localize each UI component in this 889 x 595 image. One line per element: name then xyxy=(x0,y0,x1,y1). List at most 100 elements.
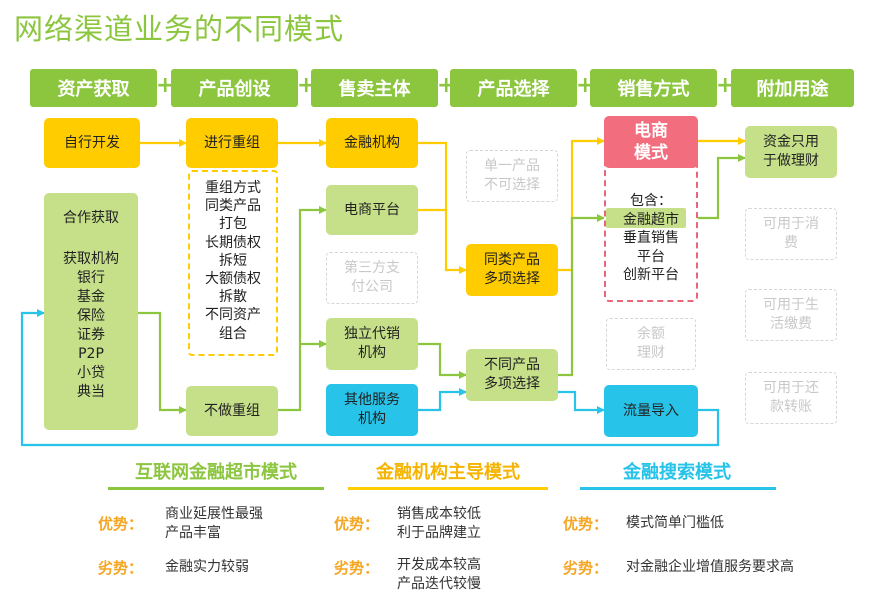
header-selling-entity: 售卖主体 xyxy=(311,69,438,107)
con-text: 开发成本较高 产品迭代较慢 xyxy=(397,556,481,594)
source-item: 小贷 xyxy=(77,365,105,381)
pro-item: 利于品牌建立 xyxy=(397,525,481,541)
node-different-product-multi-choice: 不同产品 多项选择 xyxy=(466,349,558,401)
node-third-party-payment: 第三方支 付公司 xyxy=(326,252,418,304)
pro-text: 销售成本较低 利于品牌建立 xyxy=(397,505,481,543)
node-label: 合作获取 xyxy=(63,210,119,226)
node-label: 第三方支 xyxy=(344,260,400,276)
method-item: 打包 xyxy=(219,216,247,233)
node-label: 流量导入 xyxy=(623,402,679,419)
plus-sign: + xyxy=(576,73,595,98)
node-label: 不做重组 xyxy=(204,402,260,419)
header-product-creation: 产品创设 xyxy=(171,69,298,107)
node-label: 电商平台 xyxy=(344,201,400,218)
includes-item: 平台 xyxy=(637,248,665,265)
ecommerce-includes-list: 包含： 金融超市 垂直销售 平台 创新平台 xyxy=(604,192,698,285)
mode-title-finance-search: 金融搜索模式 xyxy=(623,462,731,483)
node-label: 不同产品 xyxy=(484,357,540,373)
pro-item: 销售成本较低 xyxy=(397,506,481,522)
pro-label: 优势： xyxy=(98,515,144,533)
includes-item: 金融超市 xyxy=(623,211,679,228)
node-label: 金融机构 xyxy=(344,134,400,151)
pro-text: 模式简单门槛低 xyxy=(626,514,724,533)
node-label: 自行开发 xyxy=(64,134,120,151)
highlight-finance-supermarket xyxy=(606,208,686,228)
node-traffic-diversion: 流量导入 xyxy=(604,385,698,437)
node-label: 活缴费 xyxy=(770,316,812,332)
node-other-service-institution: 其他服务 机构 xyxy=(326,384,418,436)
node-label: 机构 xyxy=(358,345,386,361)
con-item: 对金融企业增值服务要求高 xyxy=(626,559,794,575)
pro-label: 优势： xyxy=(334,515,380,533)
mode-underline xyxy=(108,487,324,490)
method-item: 拆短 xyxy=(219,252,247,269)
source-item: 基金 xyxy=(77,289,105,305)
node-label: 机构 xyxy=(358,411,386,427)
method-item: 同类产品 xyxy=(205,198,261,215)
source-item: 证券 xyxy=(77,327,105,343)
node-same-product-multi-choice: 同类产品 多项选择 xyxy=(466,244,558,296)
plus-sign: + xyxy=(297,73,316,98)
node-label: 不可选择 xyxy=(484,177,540,193)
node-restructure: 进行重组 xyxy=(186,118,278,168)
node-label: 电商 xyxy=(634,121,668,141)
plus-sign: + xyxy=(156,73,175,98)
pro-item: 模式简单门槛低 xyxy=(626,515,724,531)
node-no-restructure: 不做重组 xyxy=(186,386,278,436)
method-item: 拆散 xyxy=(219,289,247,306)
node-label: 同类产品 xyxy=(484,252,540,268)
con-item: 开发成本较高 xyxy=(397,557,481,573)
node-use-for-repayment: 可用于还 款转账 xyxy=(745,372,837,424)
node-ecommerce-platform: 电商平台 xyxy=(326,185,418,235)
node-label: 资金只用 xyxy=(763,134,819,150)
mode-underline xyxy=(580,487,776,490)
flow-connectors xyxy=(20,137,746,447)
node-balance-wealth-management: 余额 理财 xyxy=(606,318,696,370)
mode-title-finance-supermarket: 互联网金融超市模式 xyxy=(135,462,297,483)
con-label: 劣势： xyxy=(334,559,380,577)
source-item: 保险 xyxy=(77,308,105,324)
pro-item: 产品丰富 xyxy=(165,525,221,541)
node-funds-only-wealth: 资金只用 于做理财 xyxy=(745,126,837,178)
header-additional-use: 附加用途 xyxy=(731,69,854,107)
node-use-for-consumption: 可用于消 费 xyxy=(745,208,837,260)
node-use-for-bills: 可用于生 活缴费 xyxy=(745,289,837,341)
plus-sign: + xyxy=(716,73,735,98)
method-item: 组合 xyxy=(219,325,247,342)
node-label: 可用于还 xyxy=(763,380,819,396)
header-asset-acquisition: 资产获取 xyxy=(30,69,157,107)
node-label: 模式 xyxy=(634,143,668,163)
method-item: 大额债权 xyxy=(205,271,261,288)
source-item: P2P xyxy=(78,346,104,362)
node-label: 余额 xyxy=(637,326,665,342)
includes-label: 包含： xyxy=(630,193,672,209)
node-label: 理财 xyxy=(637,345,665,361)
node-label: 于做理财 xyxy=(763,153,819,169)
node-label: 独立代销 xyxy=(344,326,400,342)
con-label: 劣势： xyxy=(563,559,609,577)
header-product-selection: 产品选择 xyxy=(450,69,577,107)
mode-underline xyxy=(348,487,548,490)
node-label: 其他服务 xyxy=(344,392,400,408)
node-ecommerce-mode: 电商 模式 xyxy=(604,116,698,168)
includes-item: 垂直销售 xyxy=(623,230,679,246)
includes-item: 创新平台 xyxy=(623,267,679,283)
pro-item: 商业延展性最强 xyxy=(165,506,263,522)
node-label: 多项选择 xyxy=(484,271,540,287)
con-label: 劣势： xyxy=(98,559,144,577)
node-self-development: 自行开发 xyxy=(44,118,140,168)
node-label: 付公司 xyxy=(351,279,393,295)
node-label: 可用于生 xyxy=(763,297,819,313)
source-item: 银行 xyxy=(77,270,105,286)
method-item: 不同资产 xyxy=(205,307,261,324)
node-label: 单一产品 xyxy=(484,158,540,174)
con-item: 产品迭代较慢 xyxy=(397,576,481,592)
pro-label: 优势： xyxy=(563,515,609,533)
node-cooperative-acquisition: 合作获取 获取机构 银行 基金 保险 证券 P2P 小贷 典当 xyxy=(44,193,138,430)
header-sales-method: 销售方式 xyxy=(590,69,717,107)
restructure-methods-box: 重组方式 同类产品 打包 长期债权 拆短 大额债权 拆散 不同资产 组合 xyxy=(188,170,278,356)
node-label: 多项选择 xyxy=(484,376,540,392)
node-label: 可用于消 xyxy=(763,216,819,232)
page-title: 网络渠道业务的不同模式 xyxy=(14,12,345,46)
node-independent-agent: 独立代销 机构 xyxy=(326,318,418,370)
